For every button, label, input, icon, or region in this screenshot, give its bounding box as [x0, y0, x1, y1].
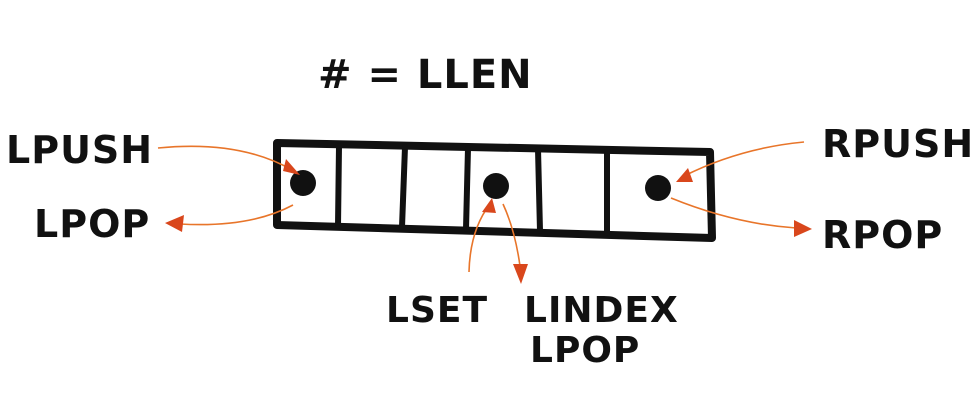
label-lindex: LINDEX	[524, 290, 679, 331]
diagram-title: # = LLEN	[318, 52, 533, 98]
label-lpop-left: LPOP	[34, 202, 150, 246]
label-lpush: LPUSH	[6, 128, 153, 172]
list-element-middle	[483, 173, 509, 199]
list-element-first	[290, 170, 316, 196]
arrow-lset	[468, 198, 496, 273]
label-rpop: RPOP	[822, 213, 943, 257]
arrow-rpush	[676, 141, 805, 182]
label-lset: LSET	[386, 290, 488, 331]
arrow-rpop	[670, 197, 812, 237]
list-element-last	[645, 175, 671, 201]
arrow-lpop-left	[165, 204, 294, 232]
label-lpop-bottom: LPOP	[530, 330, 640, 371]
label-rpush: RPUSH	[822, 122, 974, 166]
arrow-lindex	[502, 203, 528, 284]
list-box	[273, 139, 716, 242]
arrow-lpush	[157, 145, 300, 175]
